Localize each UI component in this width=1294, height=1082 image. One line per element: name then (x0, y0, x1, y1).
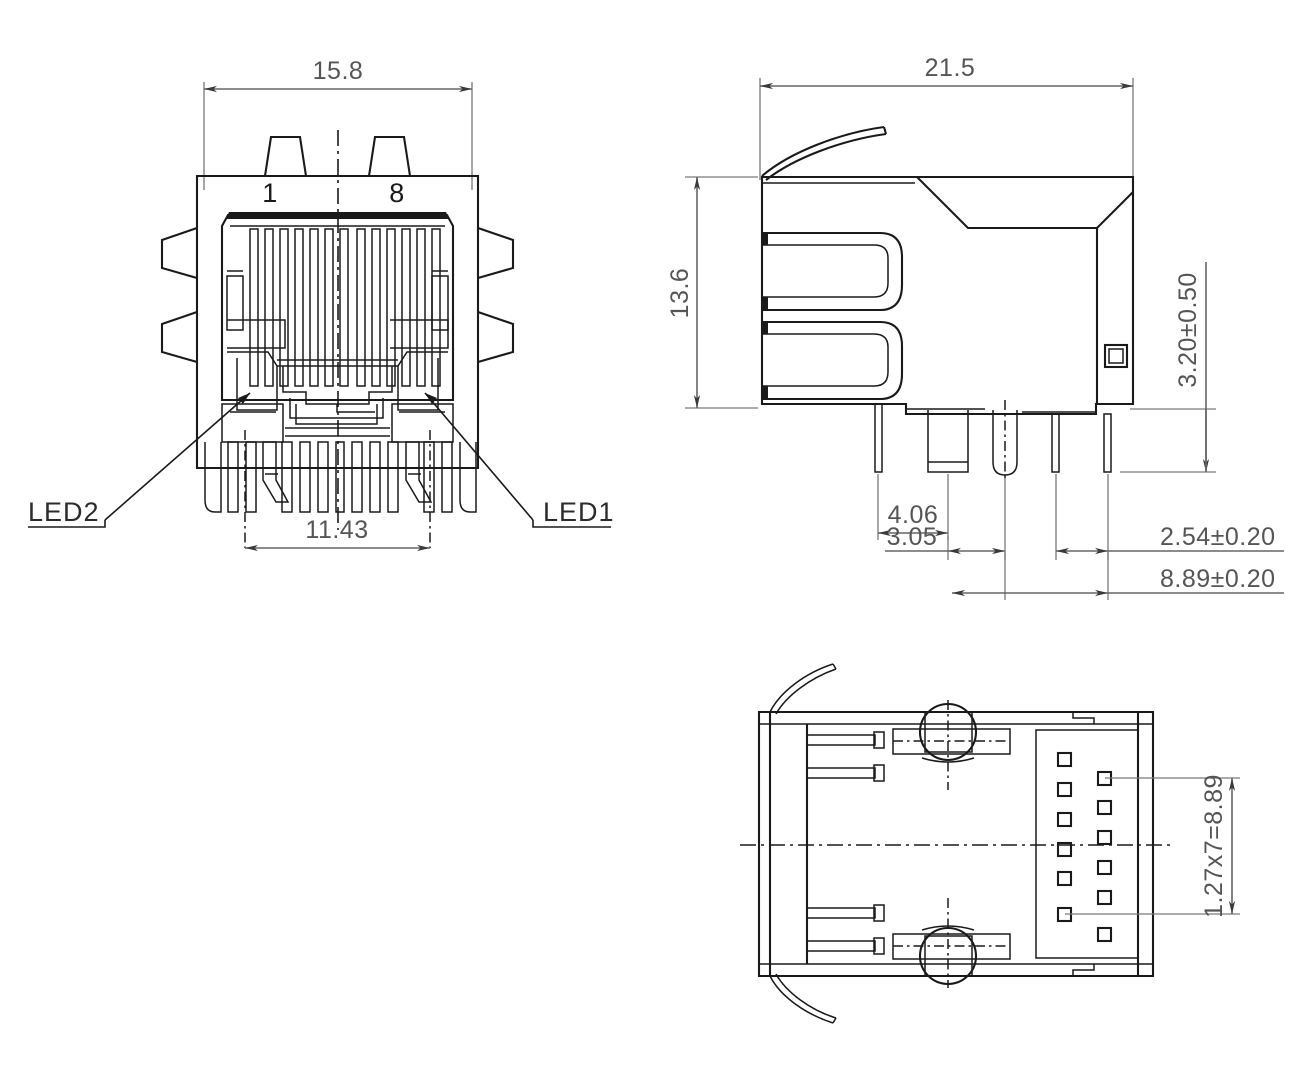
side-view: 21.5 13.6 (666, 54, 1284, 600)
bottom-boss-top (892, 700, 1011, 790)
dim-peg-to-center: 3.05 (885, 478, 1006, 560)
dim-overall-depth: 21.5 (759, 54, 1134, 180)
bottom-boss-bottom (892, 898, 1011, 988)
side-latch-spring (761, 125, 888, 181)
pin-hole (1096, 889, 1113, 906)
dim-peg-offset: 4.06 (877, 474, 949, 540)
front-jack-opening (220, 212, 455, 402)
bottom-shell (757, 710, 1155, 978)
dim-pin-pitch-total: 1.27x7=8.89 (1065, 774, 1240, 918)
dim-pin-length-text: 3.20±0.50 (1174, 272, 1202, 388)
pin-hole (1056, 751, 1073, 768)
dim-pin-pitch-total-text: 1.27x7=8.89 (1200, 774, 1228, 918)
dim-overall-height: 13.6 (666, 176, 758, 409)
pin-number-last: 8 (389, 178, 405, 208)
pin-hole (1096, 859, 1113, 876)
front-latch-recess (221, 319, 454, 443)
dim-peg-offset-text: 4.06 (888, 501, 939, 529)
callout-led1-label: LED1 (543, 497, 615, 527)
dim-row-pitch-text: 2.54±0.20 (1160, 523, 1276, 551)
dim-row-span-text: 8.89±0.20 (1160, 565, 1276, 593)
pin-hole (1056, 841, 1073, 858)
bottom-view: 1.27x7=8.89 (740, 663, 1240, 1024)
side-pins (874, 403, 1112, 476)
dim-pin-length: 3.20±0.50 (1120, 262, 1216, 473)
dim-row-pitch: 2.54±0.20 (1055, 474, 1284, 560)
callout-led2-label: LED2 (28, 497, 100, 527)
pin-hole (1056, 811, 1073, 828)
dim-overall-width-text: 15.8 (313, 57, 364, 85)
dim-overall-height-text: 13.6 (666, 268, 694, 319)
bottom-shield-fingers (805, 724, 885, 964)
pin-hole (1096, 829, 1113, 846)
dim-led-spacing: 11.43 (244, 430, 431, 552)
dim-overall-width: 15.8 (203, 57, 473, 190)
dim-peg-to-center-text: 3.05 (887, 523, 938, 551)
front-contacts (249, 228, 441, 387)
dim-overall-depth-text: 21.5 (925, 54, 976, 82)
bottom-latch-springs (769, 663, 837, 1024)
pin-hole (1056, 870, 1073, 887)
front-pins (204, 441, 477, 513)
pin-number-first: 1 (262, 178, 278, 208)
pin-hole (1096, 926, 1113, 943)
front-housing (160, 135, 515, 470)
callout-led1: LED1 (424, 392, 615, 528)
dim-row-span: 8.89±0.20 (952, 551, 1284, 600)
pin-hole (1056, 781, 1073, 798)
callout-led2: LED2 (28, 392, 251, 528)
bottom-pin-plate (1035, 712, 1140, 976)
pin-hole (1096, 799, 1113, 816)
front-view: 15.8 (28, 57, 615, 552)
side-shield-springs (762, 231, 904, 401)
side-body (760, 175, 1135, 416)
dim-led-spacing-text: 11.43 (305, 516, 368, 544)
